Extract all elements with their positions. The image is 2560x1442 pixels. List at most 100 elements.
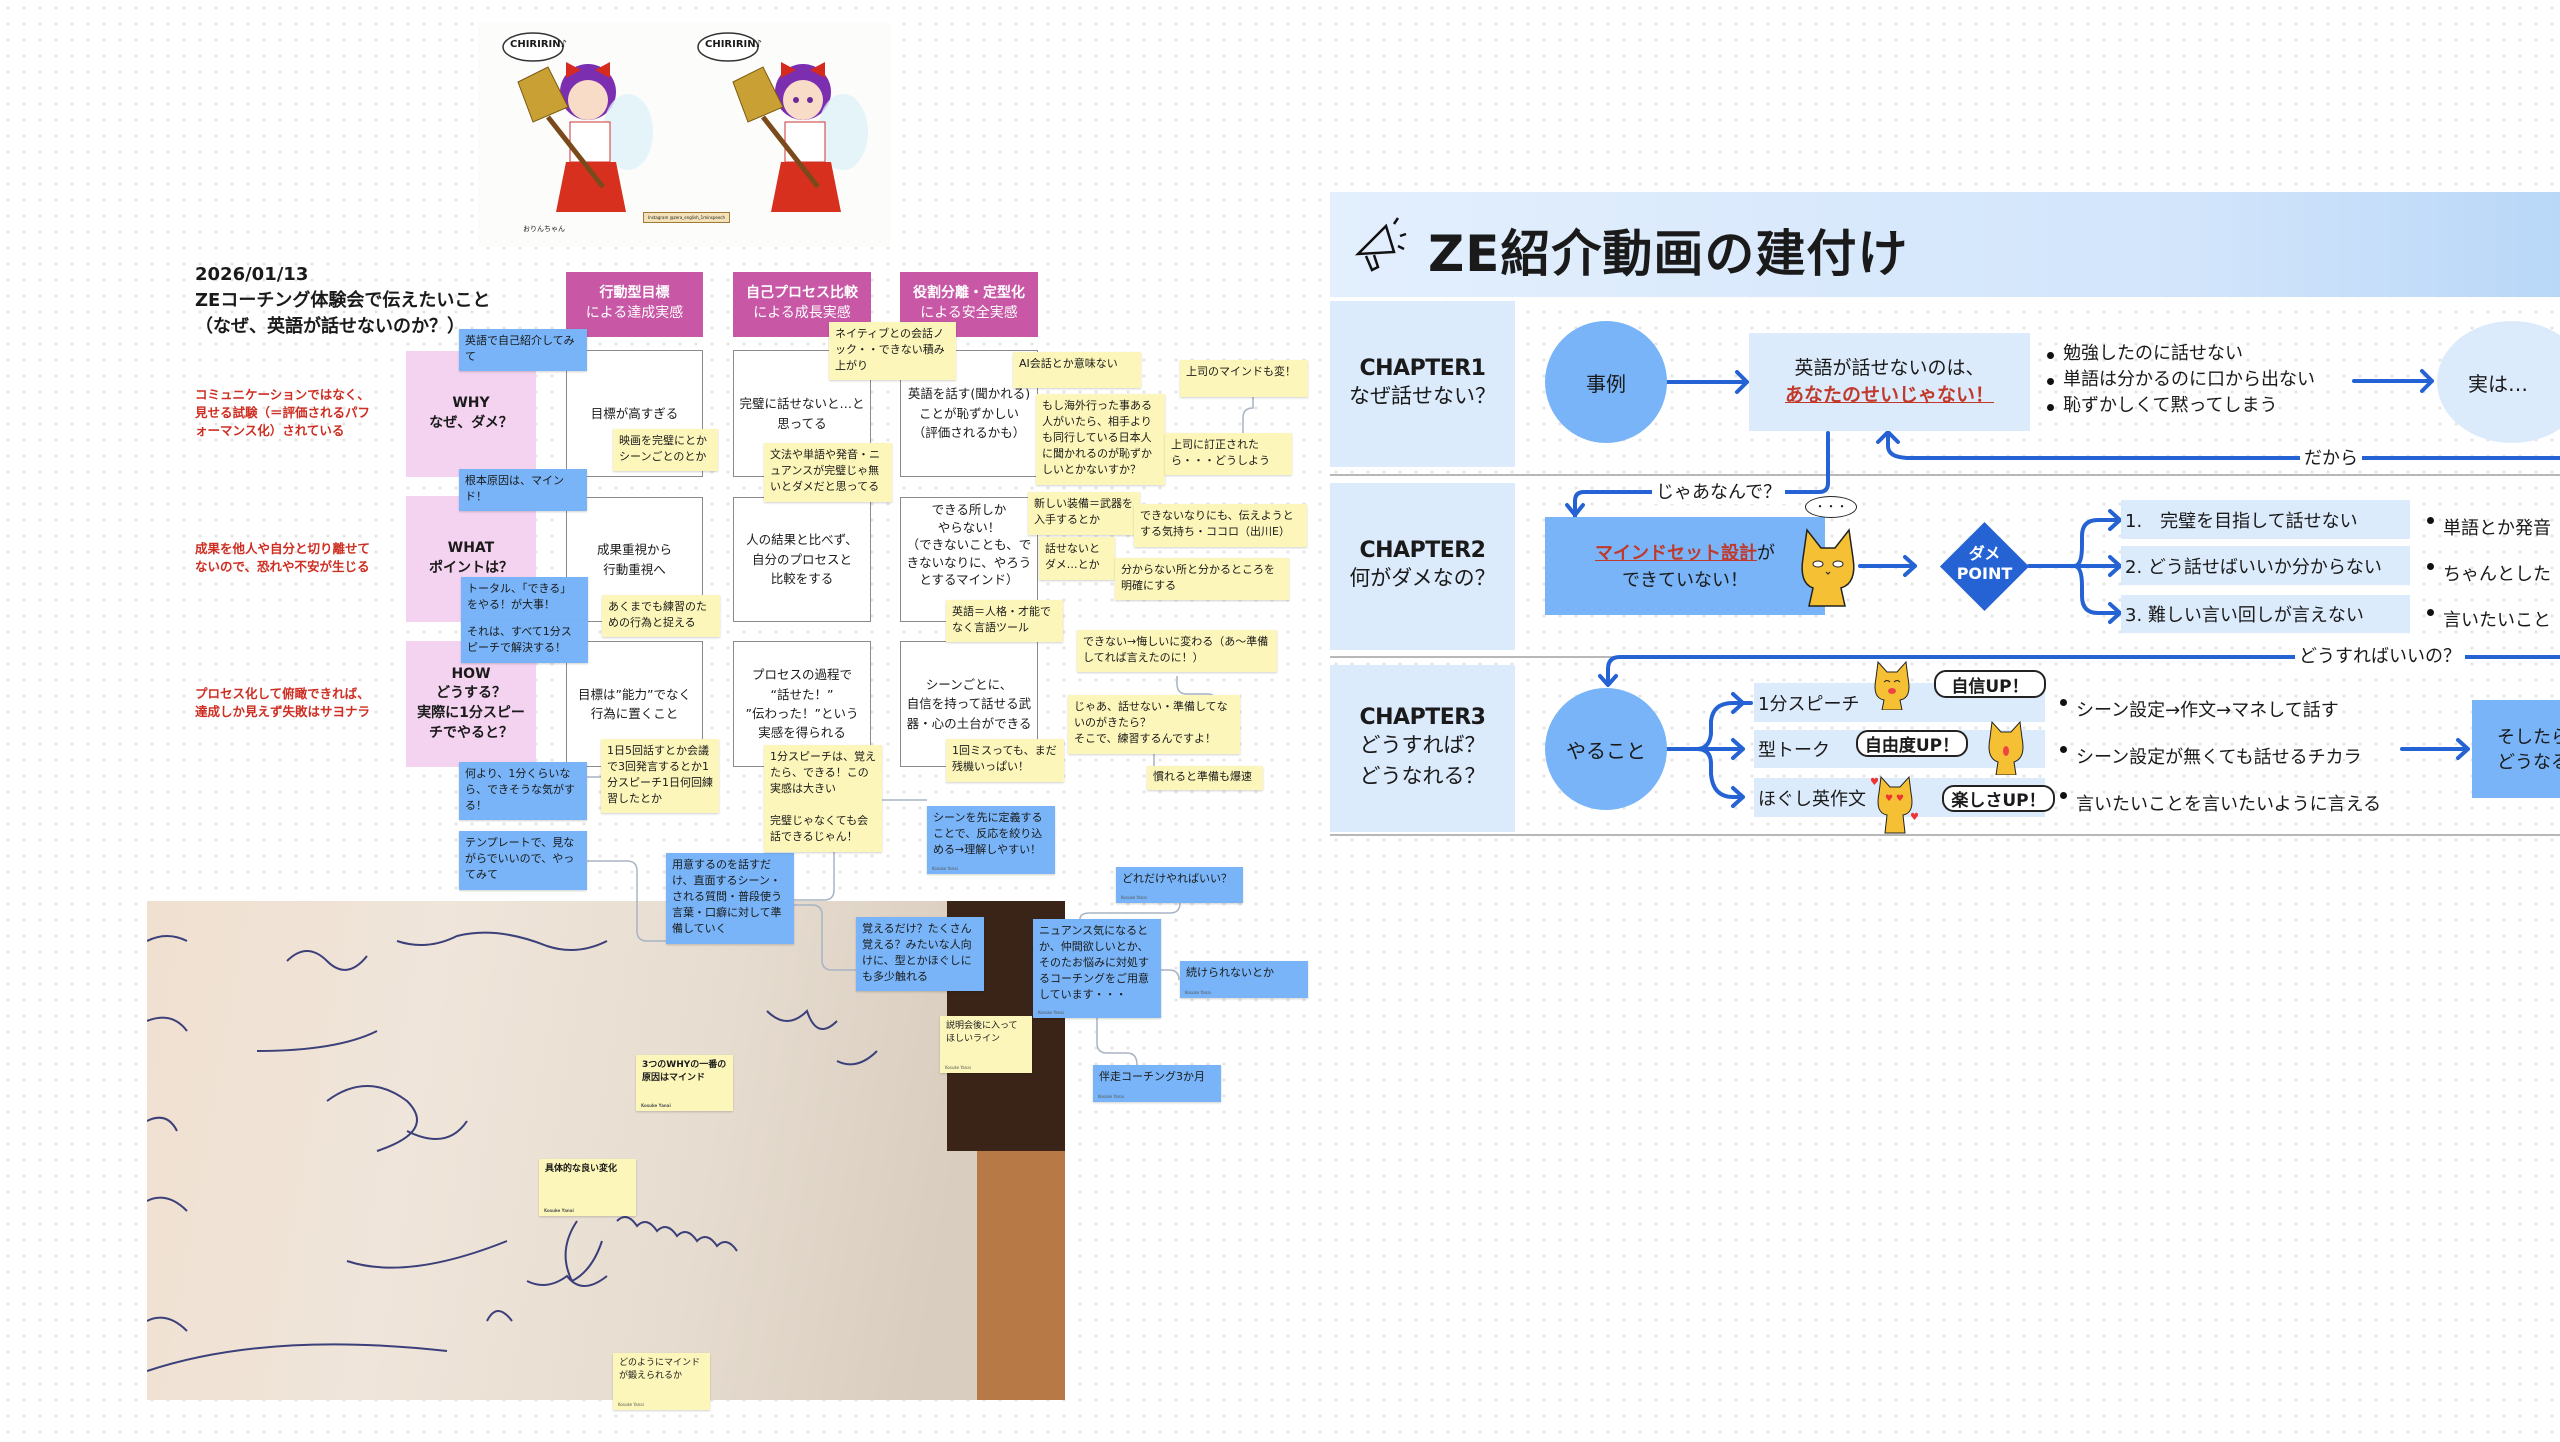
dame-point-diamond: ダメ POINT [1939,521,2030,612]
yellow-note-practice[interactable]: あくまでも練習のための行為と捉える [602,595,720,637]
box-suffix: が [1757,543,1775,564]
yellow-note-grammar[interactable]: 文法や単語や発音・ニュアンスが完璧じゃ無いとダメだと思ってる [764,443,892,502]
bullet: 言いたいこと [2425,598,2551,644]
yellow-note-native[interactable]: ネイティブとの会話ノック・・できない積み上がり [829,322,956,380]
yellow-note-frustration[interactable]: できない→悔しいに変わる（あ〜準備してれば言えたのに！） [1077,630,1277,672]
blue-note-how-much[interactable]: どれだけやればいい？Kosuke Yanai [1116,867,1243,903]
panel-title-band: ZE紹介動画の建付け [1330,192,2560,297]
chapter3-bullets: シーン設定→作文→マネして話す シーン設定が無くても話せるチカラ 言いたいことを… [2058,688,2381,828]
case-circle: 事例 [1545,321,1667,443]
mindset-box: マインドセット設計が できていない！ [1545,517,1825,615]
dame-point-item-2: 2. どう話せばいいか分からない [2121,546,2410,585]
handwriting-scribbles-icon [147,931,878,1372]
yellow-note-then-practice[interactable]: じゃあ、話せない・準備してないのがきたら？ そこで、練習するんですよ！ [1068,695,1240,754]
mindset-highlight: マインドセット設計 [1595,543,1757,564]
yellow-note-overseas[interactable]: もし海外行った事ある人がいたら、相手よりも同行している日本人に聞かれるのが恥ずか… [1036,394,1165,485]
surprised-cat-icon [1988,720,2024,775]
todo-circle: やること [1545,688,1667,810]
yellow-note-boss-mind[interactable]: 上司のマインドも変！ [1180,360,1308,397]
blue-note-nuance[interactable]: ニュアンス気になるとか、仲間欲しいとか、そのたお悩みに対処するコーチングをご用意… [1033,919,1161,1018]
blue-note-template[interactable]: テンプレートで、見ながらでいいので、やってみて [459,831,587,890]
dame-point-item-3: 3. 難しい言い回しが言えない [2121,595,2410,633]
badge-confidence-up: 自信UP！ [1934,670,2046,698]
badge-fun-up: 楽しさUP！ [1942,785,2055,812]
character-illustration: CHIRIRIN♪ CHIRIRIN♪ おりんちゃん Instagram @ze… [478,22,890,247]
column-header-action-goal: 行動型目標による達成実感 [566,272,703,337]
box-line: 英語が話せないのは、 [1794,357,1985,379]
bullet: 恥ずかしくて黙ってしまう [2045,393,2315,419]
bullet: シーン設定→作文→マネして話す [2058,688,2381,735]
dame-point-item-1: 1. 完璧を目指して話せない [2121,500,2410,539]
yellow-note-fast-prep[interactable]: 慣れると準備も爆速 [1147,766,1263,790]
blue-note-feel-possible[interactable]: 何より、1分くらいなら、できそうな気がする！ [459,762,587,820]
connector-label-what-to-do: どうすればいいの？ [2295,642,2465,668]
actually-circle: 実は… [2437,321,2560,443]
speech-bubble-text-2: CHIRIRIN♪ [705,39,763,50]
bullet: 勉強したのに話せない [2045,341,2315,367]
blue-note-self-intro[interactable]: 英語で自己紹介してみて [459,329,587,371]
speech-bubble-text: CHIRIRIN♪ [510,39,568,50]
not-your-fault-text: あなたのせいじゃない！ [1784,383,1994,406]
then-what-box: そしたら どうなる [2472,700,2560,798]
yellow-note-ai[interactable]: AI会話とか意味ない [1013,352,1141,388]
yellow-note-new-weapon[interactable]: 新しい装備＝武器を入手するとか [1028,492,1140,535]
badge-freedom-up: 自由度UP！ [1856,730,1968,757]
connector-label-therefore: だから [2300,444,2362,470]
red-note-how: プロセス化して俯瞰できれば、 達成しか見えず失敗はサヨナラ [195,686,371,720]
yellow-note-clarify[interactable]: 分からない所と分かるところを明確にする [1115,558,1289,600]
instagram-scroll: Instagram @zera_english_1minspeech [643,212,731,223]
yellow-note-heart[interactable]: できないなりにも、伝えようとする気持ち・ココロ（出川E） [1134,504,1307,547]
yellow-note-must-speak[interactable]: 話せないとダメ…とか [1039,537,1115,580]
svg-text:♥: ♥ [1910,812,1919,823]
divider [1330,474,2560,476]
yellow-note-boss-correct[interactable]: 上司に訂正されたら・・・どうしよう [1165,433,1292,475]
yellow-note-lives[interactable]: 1回ミスっても、まだ残機いっぱい！ [946,739,1064,782]
bullet: ちゃんとした [2425,552,2551,598]
blue-note-total[interactable]: トータル、「できる」をやる！が大事！ [461,577,588,620]
divider [1330,834,2560,836]
bullet: 言いたいことを言いたいように言える [2058,782,2381,829]
cell-r2-c2: 人の結果と比べず、 自分のプロセスと 比較をする [733,497,871,622]
diamond-label: POINT [1956,564,2013,583]
yellow-note-speech-effect[interactable]: 1分スピーチは、覚えたら、できる！この実感は大きい 完璧じゃなくても会話できるじ… [764,745,882,852]
chapter2-bullets: 単語とか発音 ちゃんとした 言いたいこと [2425,506,2551,644]
diamond-label: ダメ [1968,544,2001,563]
board-title: ZEコーチング体験会で伝えたいこと （なぜ、英語が話せないのか？） [195,290,491,337]
svg-text:♥: ♥ [1870,777,1879,788]
blue-note-one-minute[interactable]: それは、すべて1分スピーチで解決する！ [461,620,588,663]
bullet: 単語とか発音 [2425,506,2551,552]
love-cat-icon: ♥ ♥♥♥ [1870,775,1919,834]
bullet: 単語は分かるのに口から出ない [2045,367,2315,393]
yellow-note-movie[interactable]: 映画を完璧にとかシーンごとのとか [613,429,718,471]
not-your-fault-box: 英語が話せないのは、 あなたのせいじゃない！ [1749,333,2030,431]
red-note-what: 成果を他人や自分と切り離せて ないので、恐れや不安が生じる [195,541,371,575]
box-line: できていない！ [1622,570,1748,591]
yellow-note-language-tool[interactable]: 英語＝人格・才能でなく言語ツール [946,600,1063,642]
panel-title: ZE紹介動画の建付け [1428,225,1909,283]
character-caption: おりんちゃん [523,225,565,233]
board-date: 2026/01/13 [195,264,309,285]
thinking-bubble: ・・・ [1805,496,1857,518]
connector-label-why-then: じゃあなんで？ [1652,478,1786,504]
yellow-note-five-times[interactable]: 1日5回話すとか会議で3回発言するとか1分スピーチ1日何回練習したとか [601,739,719,813]
fairy-characters-icon [502,32,868,212]
desk-wood-area [977,1151,1065,1400]
blue-note-memorize[interactable]: 覚えるだけ？たくさん覚える？みたいな人向けに、型とかほぐしにも多少触れる [856,917,984,991]
chapter1-bullets: 勉強したのに話せない 単語は分かるのに口から出ない 恥ずかしくて黙ってしまう [2045,341,2315,419]
blue-note-define-scene[interactable]: シーンを先に定義することで、反応を絞り込める→理解しやすい！Kosuke Yan… [927,806,1055,874]
blue-note-root-cause[interactable]: 根本原因は、マインド！ [459,469,587,511]
row-label-why: WHY なぜ、ダメ？ [406,351,536,477]
cat-mascot-icon [1801,528,1855,607]
happy-cat-icon [1874,660,1910,710]
bullet: シーン設定が無くても話せるチカラ [2058,735,2381,782]
blue-note-prepare[interactable]: 用意するのを話すだけ、直面するシーン・される質問・普段使う言葉・口癖に対して準備… [666,853,794,944]
